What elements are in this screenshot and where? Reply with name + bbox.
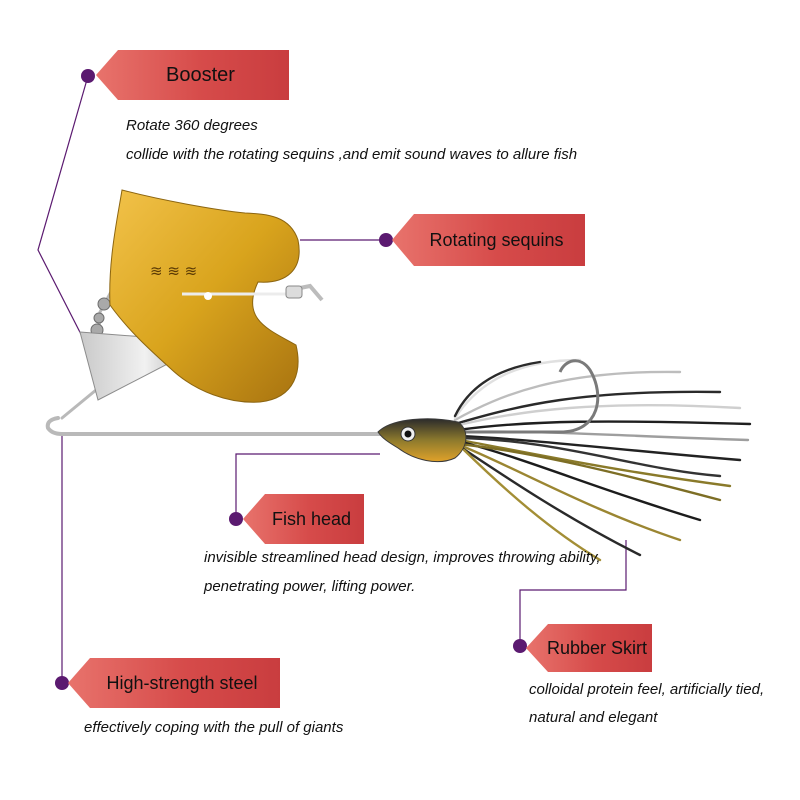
skirt-desc-1: colloidal protein feel, artificially tie…: [529, 681, 765, 698]
skirt-connector-line: [519, 540, 627, 646]
booster-connector-line: [37, 75, 89, 349]
booster-tag: Booster: [96, 50, 289, 100]
fishhead-dot: [229, 512, 243, 526]
fishhead-desc-2: penetrating power, lifting power.: [204, 578, 416, 595]
sequins-title: Rotating sequins: [429, 229, 564, 250]
callout-connector-lines: [37, 75, 627, 683]
booster-title: Booster: [166, 63, 235, 86]
fishhead-tag: Fish head: [243, 494, 364, 544]
sequins-tag: Rotating sequins: [392, 214, 585, 266]
fishhead-connector-line: [235, 453, 380, 518]
skirt-dot: [513, 639, 527, 653]
skirt-desc-2: natural and elegant: [529, 709, 658, 726]
hook: [420, 359, 600, 434]
booster-desc-1: Rotate 360 degrees: [126, 117, 258, 134]
rubber-skirt-strands: [453, 358, 752, 562]
skirt-title: Rubber Skirt: [546, 637, 648, 658]
steel-desc-1: effectively coping with the pull of gian…: [84, 719, 344, 736]
blade-logo: ≋ ≋ ≋: [150, 262, 197, 280]
booster-desc-2: collide with the rotating sequins ,and e…: [126, 146, 578, 163]
fishhead-desc-1: invisible streamlined head design, impro…: [204, 549, 601, 566]
steel-tag: High-strength steel: [68, 658, 280, 708]
skirt-tag: Rubber Skirt: [526, 624, 652, 672]
fish-head: [377, 418, 467, 463]
swivel-beads: [90, 297, 111, 337]
fishhead-title: Fish head: [271, 508, 352, 529]
steel-title: High-strength steel: [106, 672, 258, 693]
steel-dot: [55, 676, 69, 690]
sequins-dot: [379, 233, 393, 247]
booster-dot: [81, 69, 95, 83]
